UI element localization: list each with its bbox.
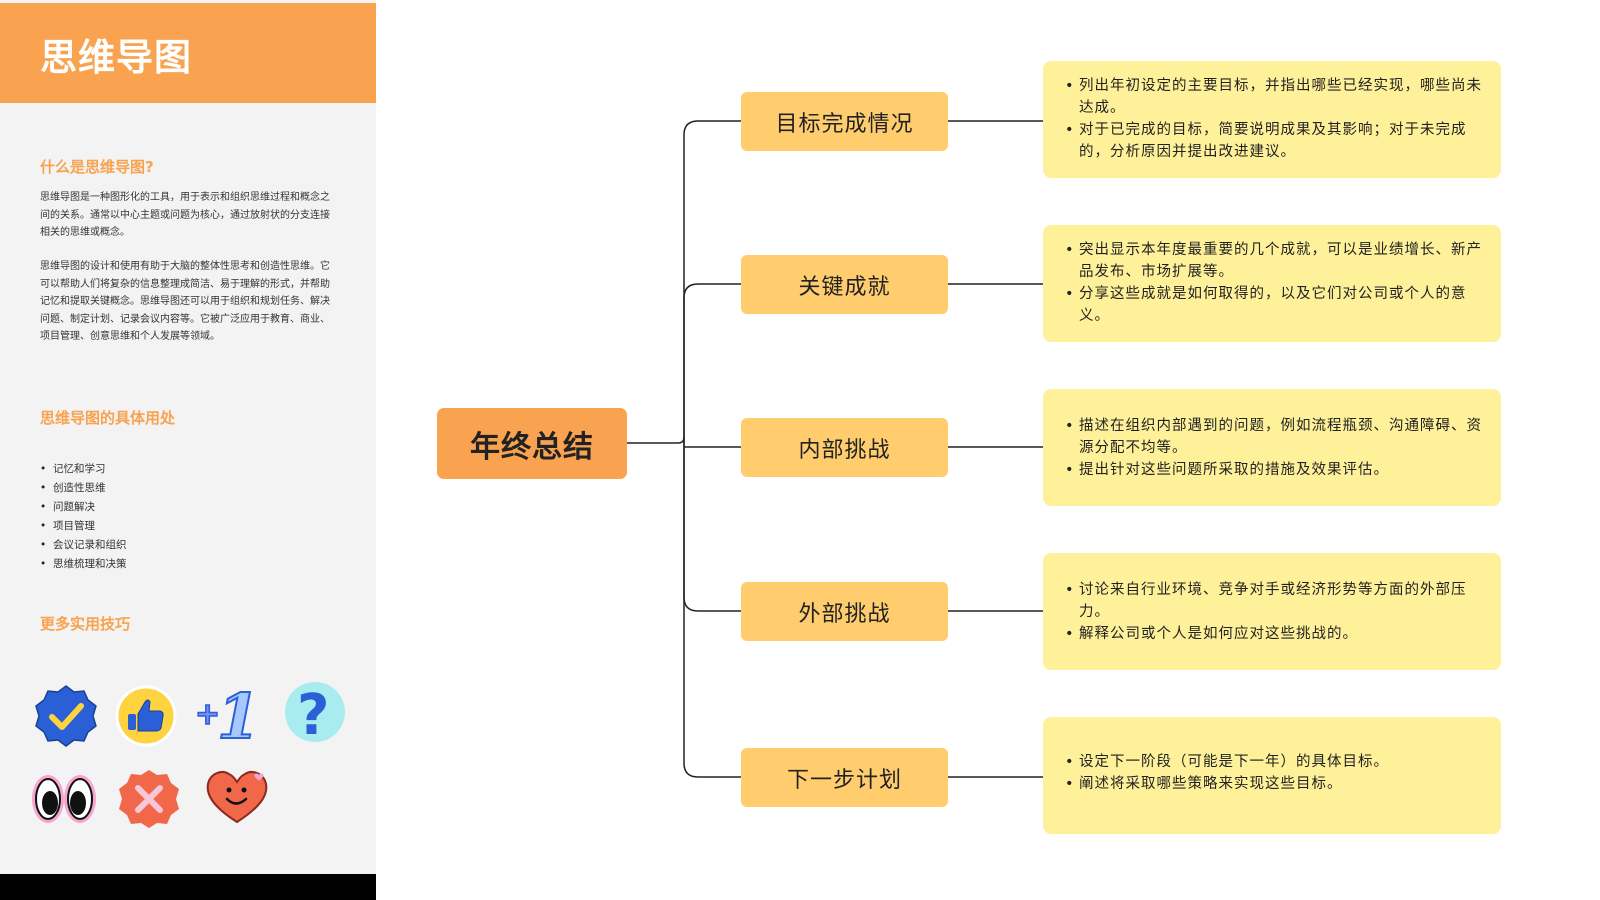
branch-node-internal-challenges[interactable]: 内部挑战 (741, 418, 948, 477)
what-is-paragraph-1: 思维导图是一种图形化的工具，用于表示和组织思维过程和概念之间的关系。通常以中心主… (40, 192, 330, 238)
detail-item: 分享这些成就是如何取得的，以及它们对公司或个人的意义。 (1065, 283, 1487, 327)
branch-node-achievements[interactable]: 关键成就 (741, 255, 948, 314)
branch-node-next-plan[interactable]: 下一步计划 (741, 748, 948, 807)
detail-list: 设定下一阶段（可能是下一年）的具体目标。 阐述将采取哪些策略来实现这些目标。 (1065, 751, 1487, 795)
sidebar-bottom-bar (0, 874, 376, 900)
check-badge-icon (35, 685, 97, 747)
detail-list: 列出年初设定的主要目标，并指出哪些已经实现，哪些尚未达成。 对于已完成的目标，简… (1065, 75, 1487, 163)
uses-list-item: 思维梳理和决策 (40, 555, 127, 574)
eyes-icon (32, 775, 96, 823)
smiling-heart-icon (206, 771, 268, 824)
branch-node-external-challenges[interactable]: 外部挑战 (741, 582, 948, 641)
uses-list-item: 会议记录和组织 (40, 536, 127, 555)
detail-item: 讨论来自行业环境、竞争对手或经济形势等方面的外部压力。 (1065, 579, 1487, 623)
what-is-paragraph-2: 思维导图的设计和使用有助于大脑的整体性思考和创造性思维。它可以帮助人们将复杂的信… (40, 261, 330, 342)
center-node[interactable]: 年终总结 (437, 408, 627, 479)
question-mark-icon: ? (285, 682, 345, 746)
detail-item: 对于已完成的目标，简要说明成果及其影响；对于未完成的，分析原因并提出改进建议。 (1065, 119, 1487, 163)
detail-item: 提出针对这些问题所采取的措施及效果评估。 (1065, 459, 1487, 481)
sidebar-header: 思维导图 (0, 3, 376, 103)
question-mark-glyph: ? (297, 683, 329, 746)
detail-box-achievements[interactable]: 突出显示本年度最重要的几个成就，可以是业绩增长、新产品发布、市场扩展等。 分享这… (1043, 225, 1501, 342)
thumbs-up-icon (115, 685, 177, 747)
uses-list-item: 项目管理 (40, 517, 127, 536)
detail-item: 列出年初设定的主要目标，并指出哪些已经实现，哪些尚未达成。 (1065, 75, 1487, 119)
detail-item: 解释公司或个人是如何应对这些挑战的。 (1065, 623, 1487, 645)
branch-node-goals[interactable]: 目标完成情况 (741, 92, 948, 151)
detail-item: 阐述将采取哪些策略来实现这些目标。 (1065, 773, 1487, 795)
uses-list-item: 问题解决 (40, 498, 127, 517)
plus-one-icon: + 1 (194, 679, 259, 746)
detail-box-goals[interactable]: 列出年初设定的主要目标，并指出哪些已经实现，哪些尚未达成。 对于已完成的目标，简… (1043, 61, 1501, 178)
detail-item: 设定下一阶段（可能是下一年）的具体目标。 (1065, 751, 1487, 773)
sidebar-title: 思维导图 (40, 36, 192, 79)
uses-list-item: 创造性思维 (40, 479, 127, 498)
detail-list: 讨论来自行业环境、竞争对手或经济形势等方面的外部压力。 解释公司或个人是如何应对… (1065, 579, 1487, 645)
sidebar: 思维导图 什么是思维导图? 思维导图是一种图形化的工具，用于表示和组织思维过程和… (0, 0, 376, 900)
tips-heading: 更多实用技巧 (40, 615, 131, 633)
detail-box-next-plan[interactable]: 设定下一阶段（可能是下一年）的具体目标。 阐述将采取哪些策略来实现这些目标。 (1043, 717, 1501, 834)
detail-item: 突出显示本年度最重要的几个成就，可以是业绩增长、新产品发布、市场扩展等。 (1065, 239, 1487, 283)
uses-list: 记忆和学习 创造性思维 问题解决 项目管理 会议记录和组织 思维梳理和决策 (40, 460, 127, 574)
uses-list-item: 记忆和学习 (40, 460, 127, 479)
what-is-heading: 什么是思维导图? (40, 158, 154, 176)
plus-one-plus-glyph: + (195, 697, 220, 732)
uses-heading: 思维导图的具体用处 (40, 409, 176, 427)
detail-list: 描述在组织内部遇到的问题，例如流程瓶颈、沟通障碍、资源分配不均等。 提出针对这些… (1065, 415, 1487, 481)
plus-one-digit-glyph: 1 (217, 680, 259, 746)
detail-item: 描述在组织内部遇到的问题，例如流程瓶颈、沟通障碍、资源分配不均等。 (1065, 415, 1487, 459)
detail-box-external-challenges[interactable]: 讨论来自行业环境、竞争对手或经济形势等方面的外部压力。 解释公司或个人是如何应对… (1043, 553, 1501, 670)
detail-box-internal-challenges[interactable]: 描述在组织内部遇到的问题，例如流程瓶颈、沟通障碍、资源分配不均等。 提出针对这些… (1043, 389, 1501, 506)
x-badge-icon (119, 770, 179, 828)
detail-list: 突出显示本年度最重要的几个成就，可以是业绩增长、新产品发布、市场扩展等。 分享这… (1065, 239, 1487, 327)
